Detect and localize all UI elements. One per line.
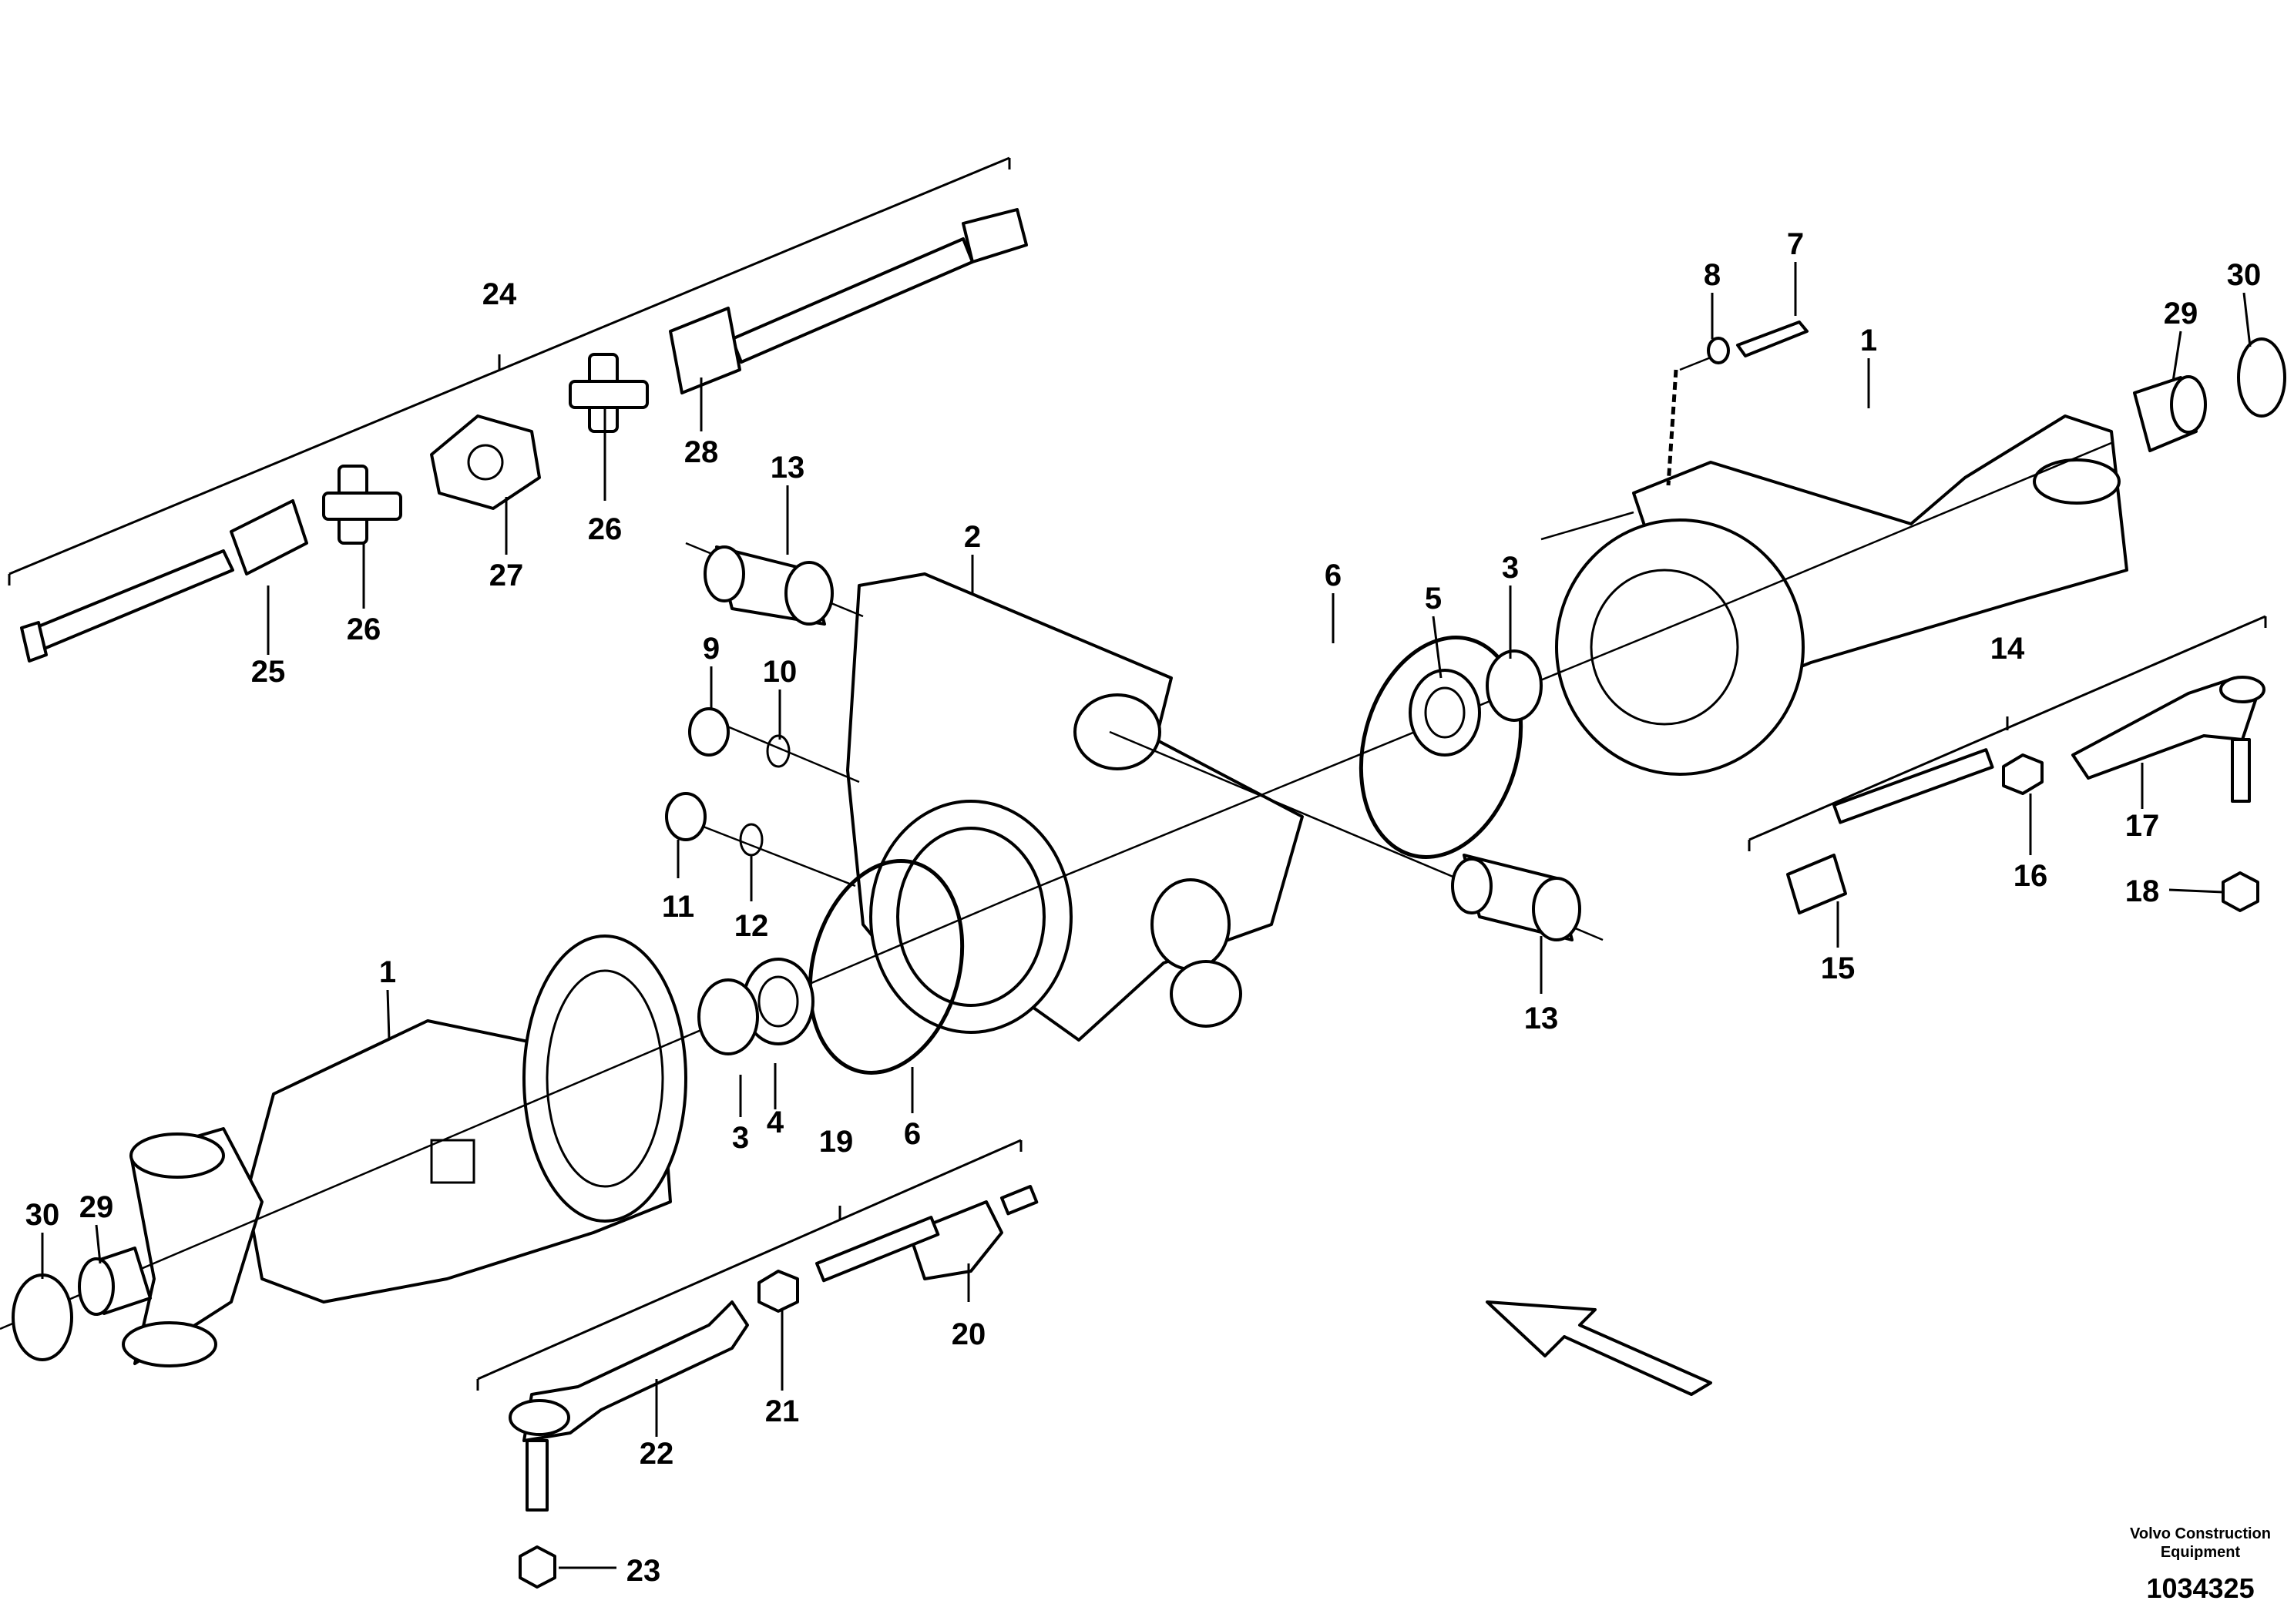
bushing-29-right (2133, 375, 2207, 452)
nut-21 (757, 1270, 799, 1313)
plug-11 (665, 792, 707, 841)
callout-1-right: 1 (1860, 324, 1877, 357)
drawing-footer: Volvo Construction Equipment 1034325 (2130, 1525, 2271, 1605)
hub-flange-right (1555, 518, 1805, 776)
callout-8: 8 (1704, 258, 1721, 292)
hub-flange-left (522, 934, 687, 1223)
o-ring-10 (766, 734, 791, 768)
axle-housing-1-left (122, 934, 687, 1367)
cross-spider-26a (322, 465, 402, 545)
callout-19: 19 (819, 1125, 854, 1159)
ball-stud-17 (2231, 738, 2251, 803)
callout-29-left: 29 (79, 1190, 114, 1224)
tie-rod-22 (522, 1300, 749, 1442)
drive-shaft-25 (28, 549, 234, 653)
plug-9 (688, 707, 730, 757)
ball-stud-22 (526, 1439, 549, 1512)
o-ring-12 (739, 823, 764, 857)
knuckle-upper-bore (1073, 693, 1161, 770)
bearing-5 (1409, 669, 1481, 757)
callout-26-left: 26 (347, 612, 381, 646)
callout-25: 25 (251, 655, 286, 689)
group-bracket-24 (8, 156, 1010, 575)
seal-ring-3-right (1486, 649, 1543, 722)
tie-rod-group-left (476, 1139, 1039, 1589)
o-ring-6-right (1359, 636, 1523, 859)
knuckle-lower-bore (1170, 960, 1242, 1028)
callout-1-left: 1 (379, 955, 396, 989)
callout-30-left: 30 (25, 1198, 60, 1232)
yoke-25 (230, 499, 308, 575)
document-number: 1034325 (2146, 1572, 2255, 1604)
screw-7 (1736, 320, 1809, 357)
axle-housing-1-right (1555, 414, 2128, 776)
nut-18 (2222, 871, 2259, 912)
cardan-shaft-group (8, 156, 1028, 663)
callout-27: 27 (489, 559, 524, 592)
callout-10: 10 (763, 655, 798, 689)
tie-rod-group-right (1748, 615, 2267, 914)
callout-18: 18 (2125, 874, 2160, 908)
callout-7: 7 (1787, 227, 1804, 261)
callout-labels: 1 1 2 3 3 4 5 6 6 7 8 9 10 11 12 13 13 1… (25, 227, 2262, 1588)
knuckle-flange-bore (896, 827, 1046, 1007)
callout-2: 2 (964, 520, 981, 554)
washer-8 (1707, 337, 1730, 364)
direction-arrow-icon (1486, 1300, 1712, 1396)
callout-17: 17 (2125, 809, 2160, 843)
callout-14: 14 (1990, 632, 2025, 666)
callout-26-right: 26 (588, 512, 623, 546)
callout-6-left: 6 (904, 1117, 921, 1151)
tie-rod-end-20 (908, 1200, 1003, 1280)
o-ring-6-left (808, 859, 965, 1075)
callout-13-upper: 13 (771, 451, 805, 485)
callout-6-right: 6 (1325, 559, 1342, 592)
bushing-29-left (78, 1247, 152, 1316)
callout-3-left: 3 (732, 1121, 749, 1155)
shaft-spline-right (962, 208, 1028, 263)
callout-28: 28 (684, 435, 719, 469)
company-name-line2: Equipment (2160, 1544, 2241, 1561)
callout-4: 4 (767, 1106, 784, 1139)
yoke-28 (669, 307, 741, 394)
seal-30-right (2237, 337, 2286, 418)
bearing-housing-27 (430, 414, 541, 510)
callout-29-right: 29 (2164, 297, 2198, 331)
threaded-rod-15 (1832, 748, 1994, 824)
nut-23 (519, 1545, 556, 1589)
stud-20 (1000, 1185, 1039, 1216)
tie-rod-end-15 (1786, 854, 1847, 914)
cross-spider-26b (569, 353, 649, 433)
callout-22: 22 (640, 1437, 674, 1471)
bushing-13-lower (1451, 854, 1581, 941)
callout-24: 24 (482, 277, 517, 311)
callout-11: 11 (662, 890, 694, 924)
callout-30-right: 30 (2227, 258, 2262, 292)
callout-23: 23 (626, 1554, 661, 1588)
callout-16: 16 (2014, 859, 2048, 893)
company-name-line1: Volvo Construction (2130, 1525, 2271, 1542)
callout-5: 5 (1425, 582, 1442, 616)
knuckle-side-port (1150, 878, 1231, 971)
callout-12: 12 (734, 909, 769, 943)
callout-13-lower: 13 (1524, 1002, 1559, 1035)
callout-20: 20 (952, 1317, 986, 1351)
nut-16 (2002, 753, 2044, 795)
callout-3-right: 3 (1502, 551, 1519, 585)
seal-ring-3-left (697, 978, 759, 1055)
bushing-13-upper (704, 545, 834, 626)
callout-15: 15 (1821, 951, 1856, 985)
tie-rod-17 (2071, 676, 2259, 780)
shaft-spline-left (20, 621, 48, 663)
callout-21: 21 (765, 1394, 800, 1428)
seal-30-left (12, 1273, 73, 1361)
callout-9: 9 (703, 632, 720, 666)
threaded-rod-20 (815, 1216, 940, 1283)
leader-lines (41, 262, 2252, 1569)
